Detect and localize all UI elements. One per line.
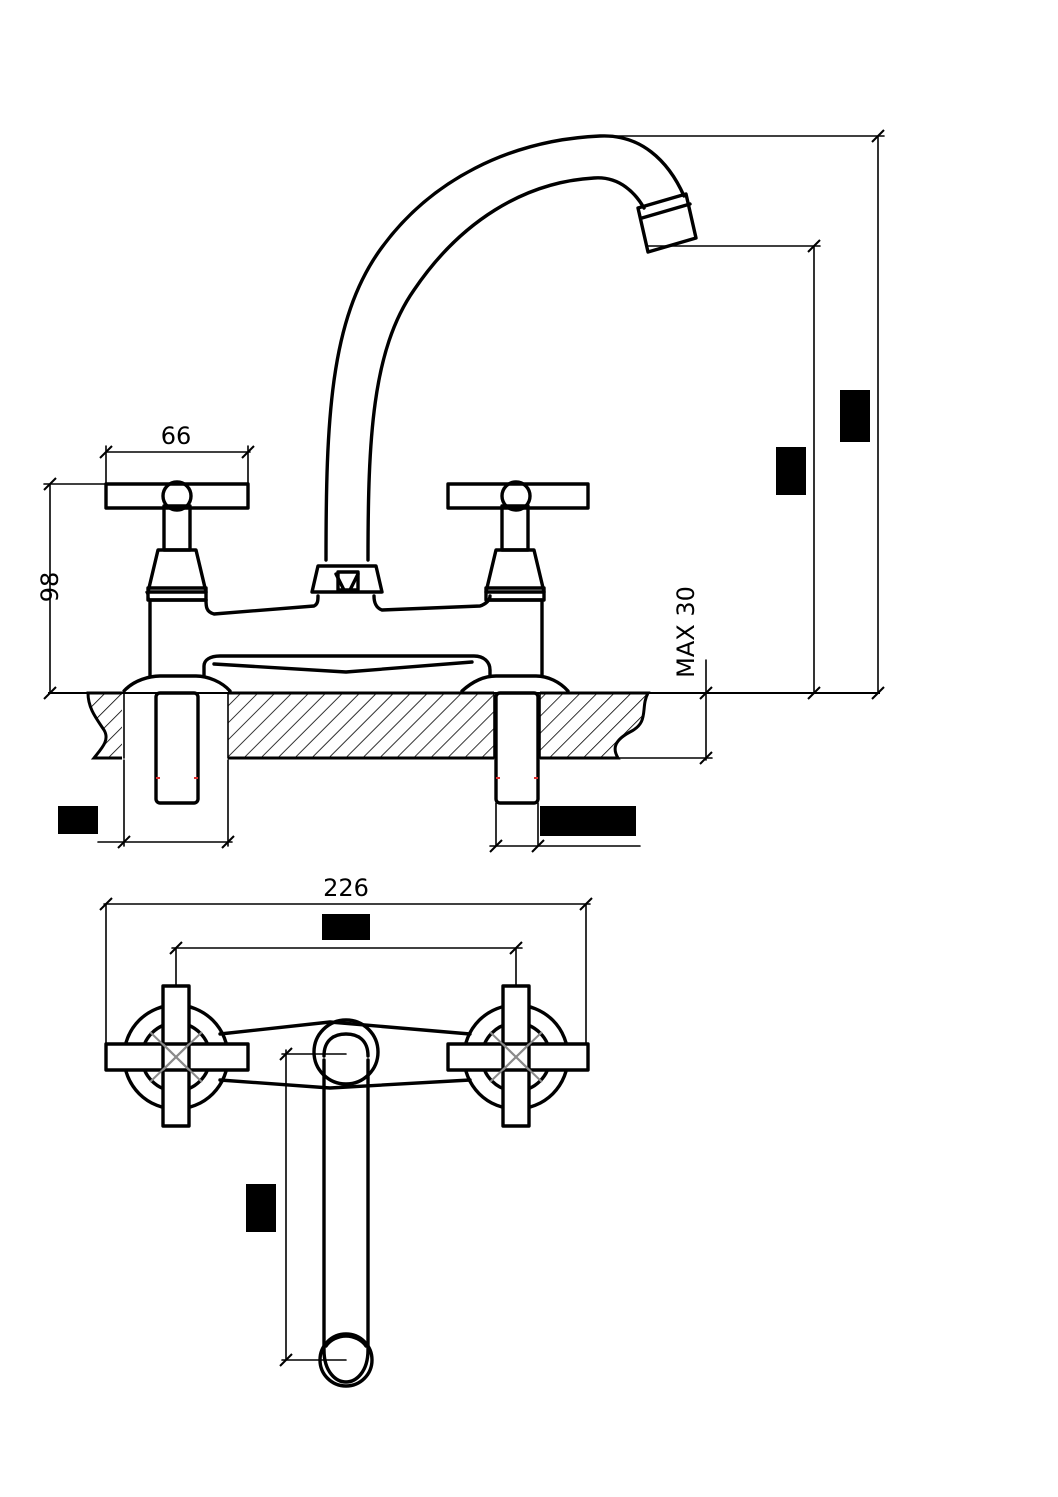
- spout-plan: [312, 1018, 380, 1388]
- dimension-thread-size: [489, 802, 641, 853]
- right-shank: [494, 691, 540, 805]
- redacted-total-height: [840, 390, 870, 442]
- dimension-center-distance: [169, 941, 523, 1041]
- right-handle-side: [446, 480, 590, 512]
- mixer-body: [122, 504, 570, 693]
- redacted-shank-diameter: [58, 806, 98, 834]
- dimension-label-226: 226: [323, 874, 369, 902]
- side-view: 66 98 MAX 30: [36, 129, 885, 853]
- left-handle-side: [104, 480, 250, 512]
- dimension-overall-width: 226: [99, 874, 593, 1055]
- body-bridge-plan: [218, 1020, 472, 1090]
- right-valve-plan: [446, 984, 590, 1128]
- dimension-spout-reach: [246, 1047, 347, 1367]
- redacted-spout-reach: [246, 1184, 276, 1232]
- redacted-thread-size: [540, 806, 636, 836]
- left-shank: [154, 691, 200, 805]
- redacted-overall-sub: [322, 914, 370, 940]
- dimension-label-66: 66: [161, 422, 192, 450]
- dimension-total-height: [599, 129, 885, 700]
- dimension-label-max30: MAX 30: [672, 586, 700, 678]
- redacted-spout-height: [776, 447, 806, 495]
- dimension-spout-height: [647, 239, 821, 700]
- top-view: 226: [99, 874, 593, 1388]
- dimension-max-deck: MAX 30: [539, 586, 713, 765]
- dimension-body-height: 98: [36, 477, 107, 700]
- dimension-handle-width: 66: [99, 422, 255, 485]
- dimension-label-98: 98: [36, 572, 64, 603]
- dimension-shank-diameter: [58, 759, 235, 849]
- left-valve-plan: [104, 984, 250, 1128]
- countertop-section: [86, 690, 651, 760]
- spout-side: [310, 134, 698, 594]
